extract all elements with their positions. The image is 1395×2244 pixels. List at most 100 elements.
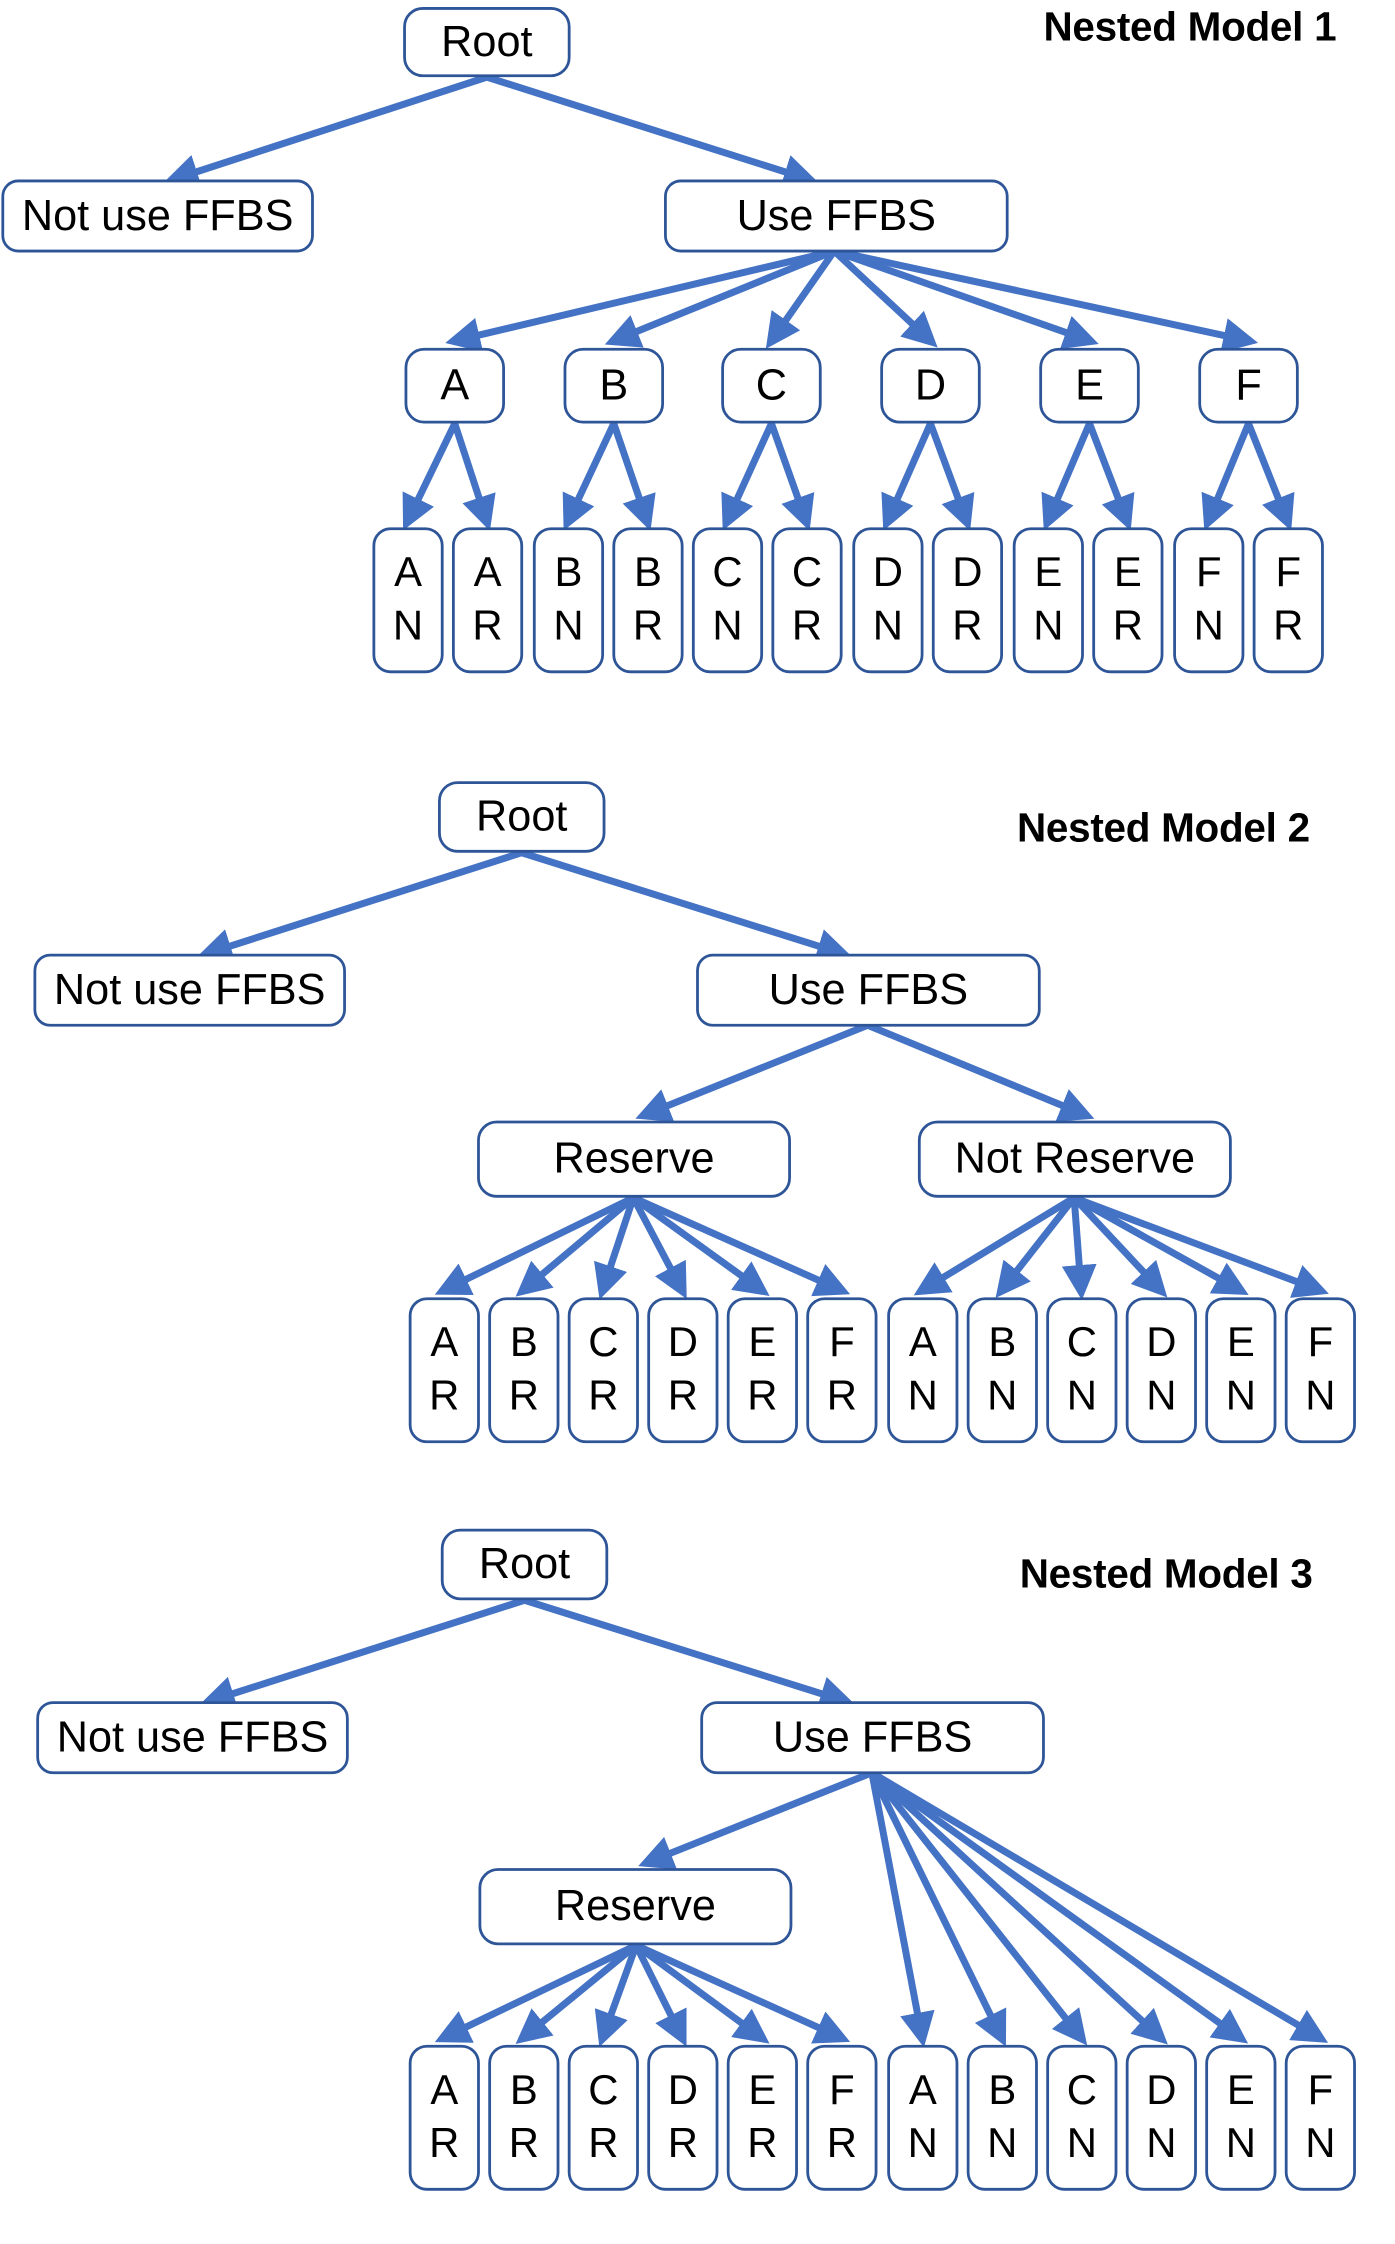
m1-leaf-3[interactable]: B R bbox=[612, 527, 684, 674]
m3-leaf-0[interactable]: A R bbox=[408, 2044, 480, 2191]
m1-leaf-9-top: E bbox=[1113, 549, 1142, 597]
m3-leaf-2-bottom: R bbox=[588, 2121, 619, 2168]
m3-leaf-9-top: D bbox=[1146, 2067, 1177, 2114]
m2-leaf-3-bottom: R bbox=[667, 1373, 698, 1420]
m3-leaf-6[interactable]: A N bbox=[887, 2044, 959, 2191]
m2-leaf-6[interactable]: A N bbox=[887, 1297, 959, 1444]
m1-leaf-6[interactable]: D N bbox=[852, 527, 924, 674]
m1-group-node-a[interactable]: A bbox=[404, 347, 505, 424]
m1-leaf-11[interactable]: F R bbox=[1252, 527, 1324, 674]
m1-group-node-d[interactable]: D bbox=[880, 347, 981, 424]
m1-leaf-4-top: C bbox=[712, 549, 743, 597]
m2-root-node[interactable]: Root bbox=[438, 781, 606, 853]
m3-leaf-5-top: F bbox=[829, 2067, 855, 2114]
m1-leaf-8-bottom: N bbox=[1033, 603, 1064, 650]
m1-leaf-9-bottom: R bbox=[1112, 603, 1143, 650]
m1-leaf-9[interactable]: E R bbox=[1092, 527, 1164, 674]
m3-not-use-ffbs-node[interactable]: Not use FFBS bbox=[36, 1701, 349, 1775]
m1-leaf-7-bottom: R bbox=[952, 603, 983, 650]
m3-leaf-9[interactable]: D N bbox=[1125, 2044, 1197, 2191]
m1-leaf-10[interactable]: F N bbox=[1173, 527, 1245, 674]
model-title-2: Nested Model 2 bbox=[1016, 806, 1310, 852]
m2-leaf-7[interactable]: B N bbox=[966, 1297, 1038, 1444]
m1-use-ffbs-node[interactable]: Use FFBS bbox=[664, 179, 1009, 253]
m3-leaf-7-top: B bbox=[988, 2067, 1017, 2114]
m3-leaf-8[interactable]: C N bbox=[1046, 2044, 1118, 2191]
m2-leaf-4-top: E bbox=[748, 1319, 777, 1367]
m2-not-use-ffbs-node[interactable]: Not use FFBS bbox=[33, 953, 346, 1027]
m1-leaf-1-top: A bbox=[473, 549, 502, 597]
m1-leaf-5-bottom: R bbox=[791, 603, 823, 650]
m1-leaf-4[interactable]: C N bbox=[691, 527, 764, 674]
m1-leaf-1[interactable]: A R bbox=[451, 527, 524, 674]
model-title-1: Nested Model 1 bbox=[1043, 5, 1337, 51]
m1-leaf-10-bottom: N bbox=[1193, 603, 1224, 650]
m2-not-reserve-node[interactable]: Not Reserve bbox=[917, 1120, 1232, 1198]
m1-leaf-11-bottom: R bbox=[1273, 603, 1304, 650]
m3-leaf-4-bottom: R bbox=[747, 2121, 778, 2168]
m1-root-node[interactable]: Root bbox=[403, 7, 571, 78]
m1-leaf-10-top: F bbox=[1195, 549, 1222, 597]
m3-leaf-2[interactable]: C R bbox=[567, 2044, 639, 2191]
m2-leaf-8-bottom: N bbox=[1066, 1373, 1097, 1420]
m2-leaf-9[interactable]: D N bbox=[1125, 1297, 1197, 1444]
m3-leaf-1[interactable]: B R bbox=[488, 2044, 560, 2191]
m1-leaf-2-top: B bbox=[554, 549, 583, 597]
m2-leaf-2-bottom: R bbox=[588, 1373, 619, 1420]
m3-reserve-node[interactable]: Reserve bbox=[478, 1868, 793, 1946]
m3-leaf-8-bottom: N bbox=[1066, 2121, 1097, 2168]
m3-leaf-11-bottom: N bbox=[1305, 2121, 1336, 2168]
m2-leaf-5[interactable]: F R bbox=[806, 1297, 878, 1444]
m3-use-ffbs-node[interactable]: Use FFBS bbox=[700, 1701, 1045, 1775]
m1-leaf-6-top: D bbox=[872, 549, 904, 597]
m3-root-node[interactable]: Root bbox=[440, 1528, 609, 1601]
m2-reserve-node[interactable]: Reserve bbox=[477, 1120, 791, 1198]
m1-leaf-7[interactable]: D R bbox=[931, 527, 1004, 674]
m3-leaf-2-top: C bbox=[588, 2067, 619, 2114]
m3-leaf-3-bottom: R bbox=[667, 2121, 698, 2168]
m2-leaf-5-bottom: R bbox=[826, 1373, 857, 1420]
m2-leaf-10[interactable]: E N bbox=[1205, 1297, 1277, 1444]
m2-leaf-4[interactable]: E R bbox=[726, 1297, 798, 1444]
m1-group-node-c[interactable]: C bbox=[721, 347, 822, 424]
m2-leaf-1-bottom: R bbox=[508, 1373, 539, 1420]
m1-leaf-5[interactable]: C R bbox=[771, 527, 843, 674]
m1-leaf-8[interactable]: E N bbox=[1012, 527, 1084, 674]
m2-leaf-10-top: E bbox=[1226, 1319, 1255, 1367]
m3-leaf-4[interactable]: E R bbox=[726, 2044, 798, 2191]
m1-group-node-e[interactable]: E bbox=[1039, 347, 1140, 424]
m3-leaf-10-bottom: N bbox=[1225, 2121, 1256, 2168]
m2-leaf-3[interactable]: D R bbox=[647, 1297, 719, 1444]
m1-not-use-ffbs-node[interactable]: Not use FFBS bbox=[1, 179, 314, 253]
m2-leaf-0[interactable]: A R bbox=[408, 1297, 480, 1444]
m1-leaf-0-top: A bbox=[394, 549, 422, 597]
m2-leaf-1-top: B bbox=[509, 1319, 538, 1367]
m2-leaf-11[interactable]: F N bbox=[1284, 1297, 1356, 1444]
m2-leaf-7-bottom: N bbox=[987, 1373, 1018, 1420]
m2-leaf-2[interactable]: C R bbox=[567, 1297, 639, 1444]
m1-leaf-2[interactable]: B N bbox=[532, 527, 605, 674]
m3-leaf-6-top: A bbox=[908, 2067, 937, 2114]
m3-leaf-7[interactable]: B N bbox=[966, 2044, 1038, 2191]
m1-group-node-f[interactable]: F bbox=[1198, 347, 1299, 424]
m3-leaf-11[interactable]: F N bbox=[1284, 2044, 1356, 2191]
m2-use-ffbs-node[interactable]: Use FFBS bbox=[696, 953, 1041, 1027]
m2-leaf-8[interactable]: C N bbox=[1046, 1297, 1118, 1444]
m3-leaf-5-bottom: R bbox=[826, 2121, 857, 2168]
m2-leaf-3-top: D bbox=[667, 1319, 698, 1367]
m2-leaf-11-top: F bbox=[1307, 1319, 1334, 1367]
m1-leaf-3-top: B bbox=[634, 549, 662, 597]
m1-leaf-0[interactable]: A N bbox=[372, 527, 444, 674]
m3-leaf-5[interactable]: F R bbox=[806, 2044, 878, 2191]
m1-leaf-7-top: D bbox=[952, 549, 983, 597]
m1-group-node-b[interactable]: B bbox=[563, 347, 665, 424]
m1-leaf-11-top: F bbox=[1275, 549, 1302, 597]
m3-leaf-10[interactable]: E N bbox=[1205, 2044, 1277, 2191]
m3-leaf-3[interactable]: D R bbox=[647, 2044, 719, 2191]
m2-leaf-6-top: A bbox=[908, 1319, 937, 1367]
m3-leaf-10-top: E bbox=[1226, 2067, 1255, 2114]
m1-leaf-5-top: C bbox=[791, 549, 823, 597]
m2-leaf-9-top: D bbox=[1146, 1319, 1177, 1367]
m2-leaf-1[interactable]: B R bbox=[488, 1297, 560, 1444]
